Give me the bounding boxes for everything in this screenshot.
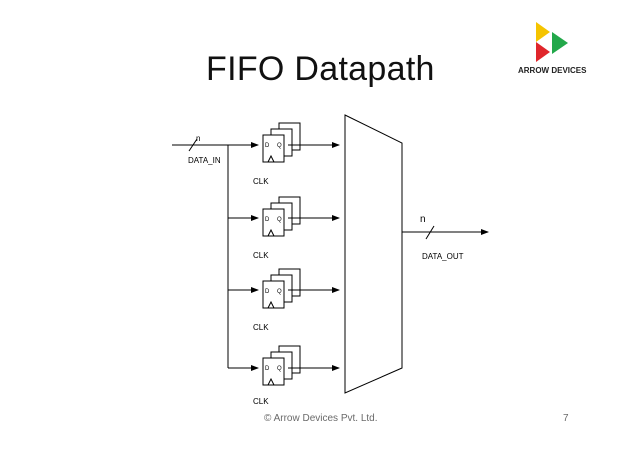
data-out-label: DATA_OUT: [422, 252, 464, 261]
flipflop-stack-4: D Q: [262, 345, 301, 386]
flipflop-stack-1: D Q: [262, 122, 301, 163]
logo-text: ARROW DEVICES: [518, 66, 587, 75]
arrow-devices-logo-icon: [536, 22, 568, 62]
ff4-d-label: D: [265, 366, 270, 372]
logo-red-triangle: [536, 42, 550, 62]
ff1-d-label: D: [265, 143, 270, 149]
ff1-clk-label: CLK: [253, 177, 269, 186]
data-in-label: DATA_IN: [188, 156, 221, 165]
logo-yellow-triangle: [536, 22, 550, 42]
page-number: 7: [563, 413, 569, 424]
data-in-width-label: n: [196, 134, 200, 143]
data-out-width-label: n: [420, 214, 426, 225]
ff3-clk-label: CLK: [253, 323, 269, 332]
ff4-q-label: Q: [277, 366, 282, 372]
ff2-clk-label: CLK: [253, 251, 269, 260]
ff2-d-label: D: [265, 217, 270, 223]
slide-title: FIFO Datapath: [206, 50, 435, 88]
ff2-q-label: Q: [277, 217, 282, 223]
ff3-q-label: Q: [277, 289, 282, 295]
flipflop-stack-3: D Q: [262, 268, 301, 309]
logo-green-triangle: [552, 32, 568, 54]
ff1-q-label: Q: [277, 143, 282, 149]
multiplexer: [344, 114, 403, 394]
ff4-clk-label: CLK: [253, 397, 269, 406]
data-in-bus-slash: [188, 138, 198, 152]
data-out-bus-slash: [425, 225, 435, 240]
flipflop-stack-2: D Q: [262, 196, 301, 237]
ff3-d-label: D: [265, 289, 270, 295]
footer-copyright: © Arrow Devices Pvt. Ltd.: [264, 413, 378, 424]
